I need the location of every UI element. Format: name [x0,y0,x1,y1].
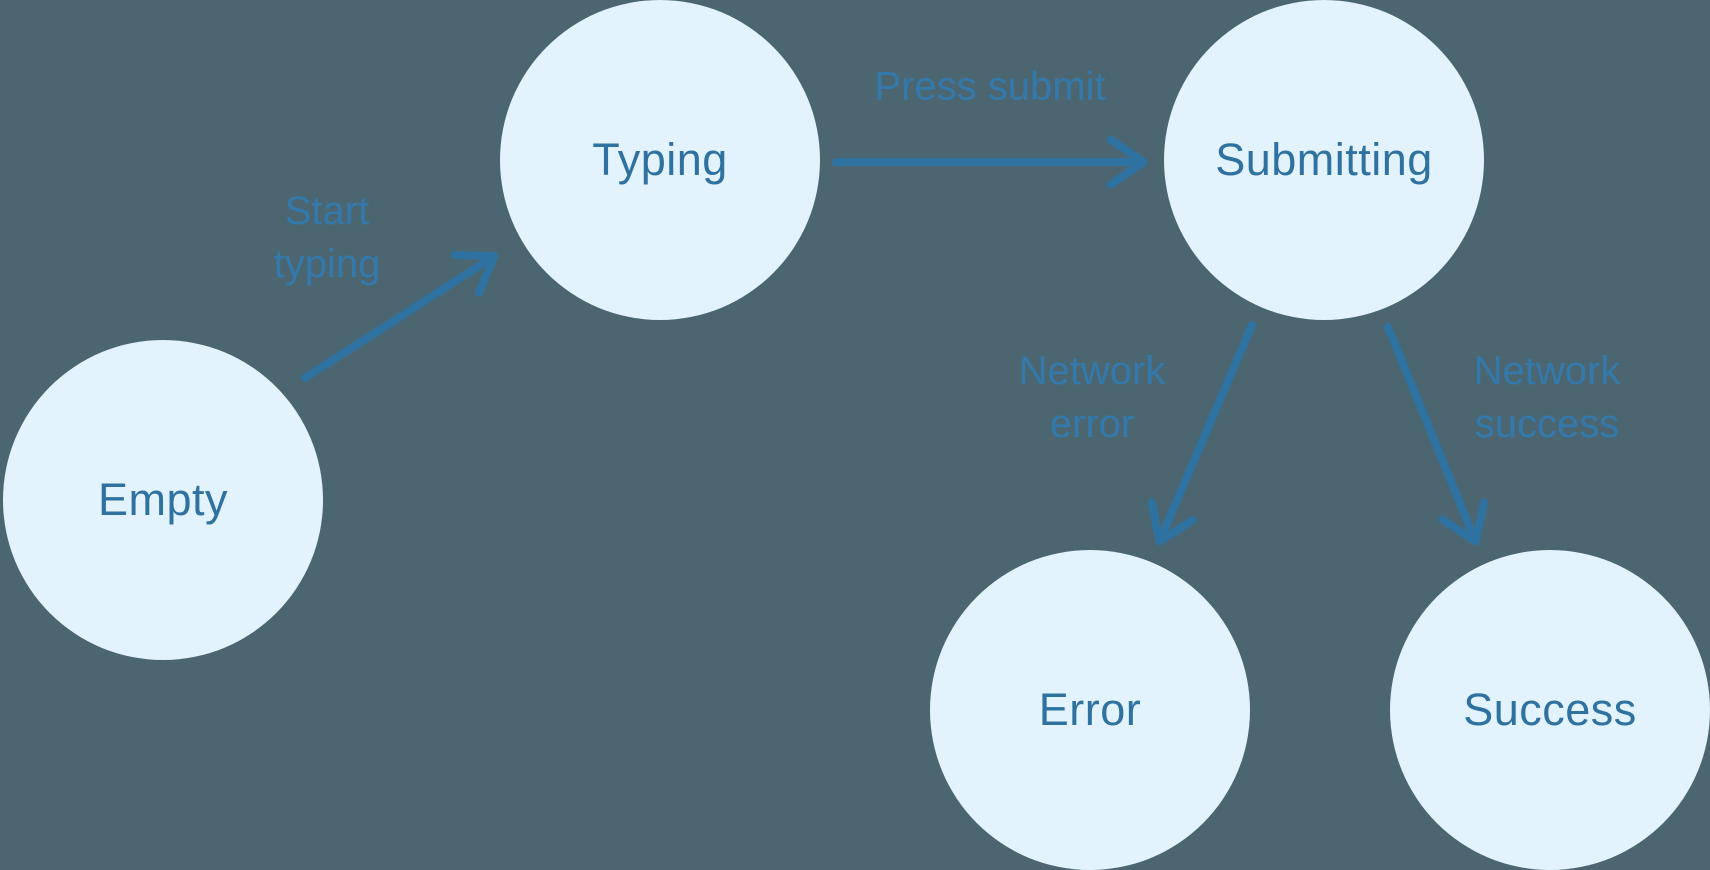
transition-arrow-start-typing [301,251,499,382]
transition-arrow-network-error [1147,321,1256,546]
state-node-success: Success [1390,550,1710,870]
edge-label-line: success [1474,402,1620,446]
state-node-submitting: Submitting [1164,0,1484,320]
edge-label-line: typing [273,242,381,286]
edge-label-network-error: Network error [1019,345,1166,451]
state-node-typing: Typing [500,0,820,320]
state-label-submitting: Submitting [1215,134,1433,185]
state-node-error: Error [930,550,1250,870]
edge-label-network-success: Network success [1474,345,1621,451]
state-label-typing: Typing [592,134,728,185]
edge-label-start-typing: Start typing [274,185,381,291]
edge-label-line: Start [284,189,370,233]
state-node-empty: Empty [3,340,323,660]
state-label-error: Error [1038,684,1142,735]
transition-arrow-network-success [1384,323,1488,546]
edge-label-line: Network [1018,349,1166,393]
state-label-success: Success [1463,684,1637,735]
edge-label-line: Network [1473,349,1621,393]
edge-label-line: Press submit [874,64,1106,109]
edge-label-line: error [1049,402,1135,446]
state-label-empty: Empty [97,474,229,525]
edge-label-press-submit: Press submit [874,61,1105,114]
